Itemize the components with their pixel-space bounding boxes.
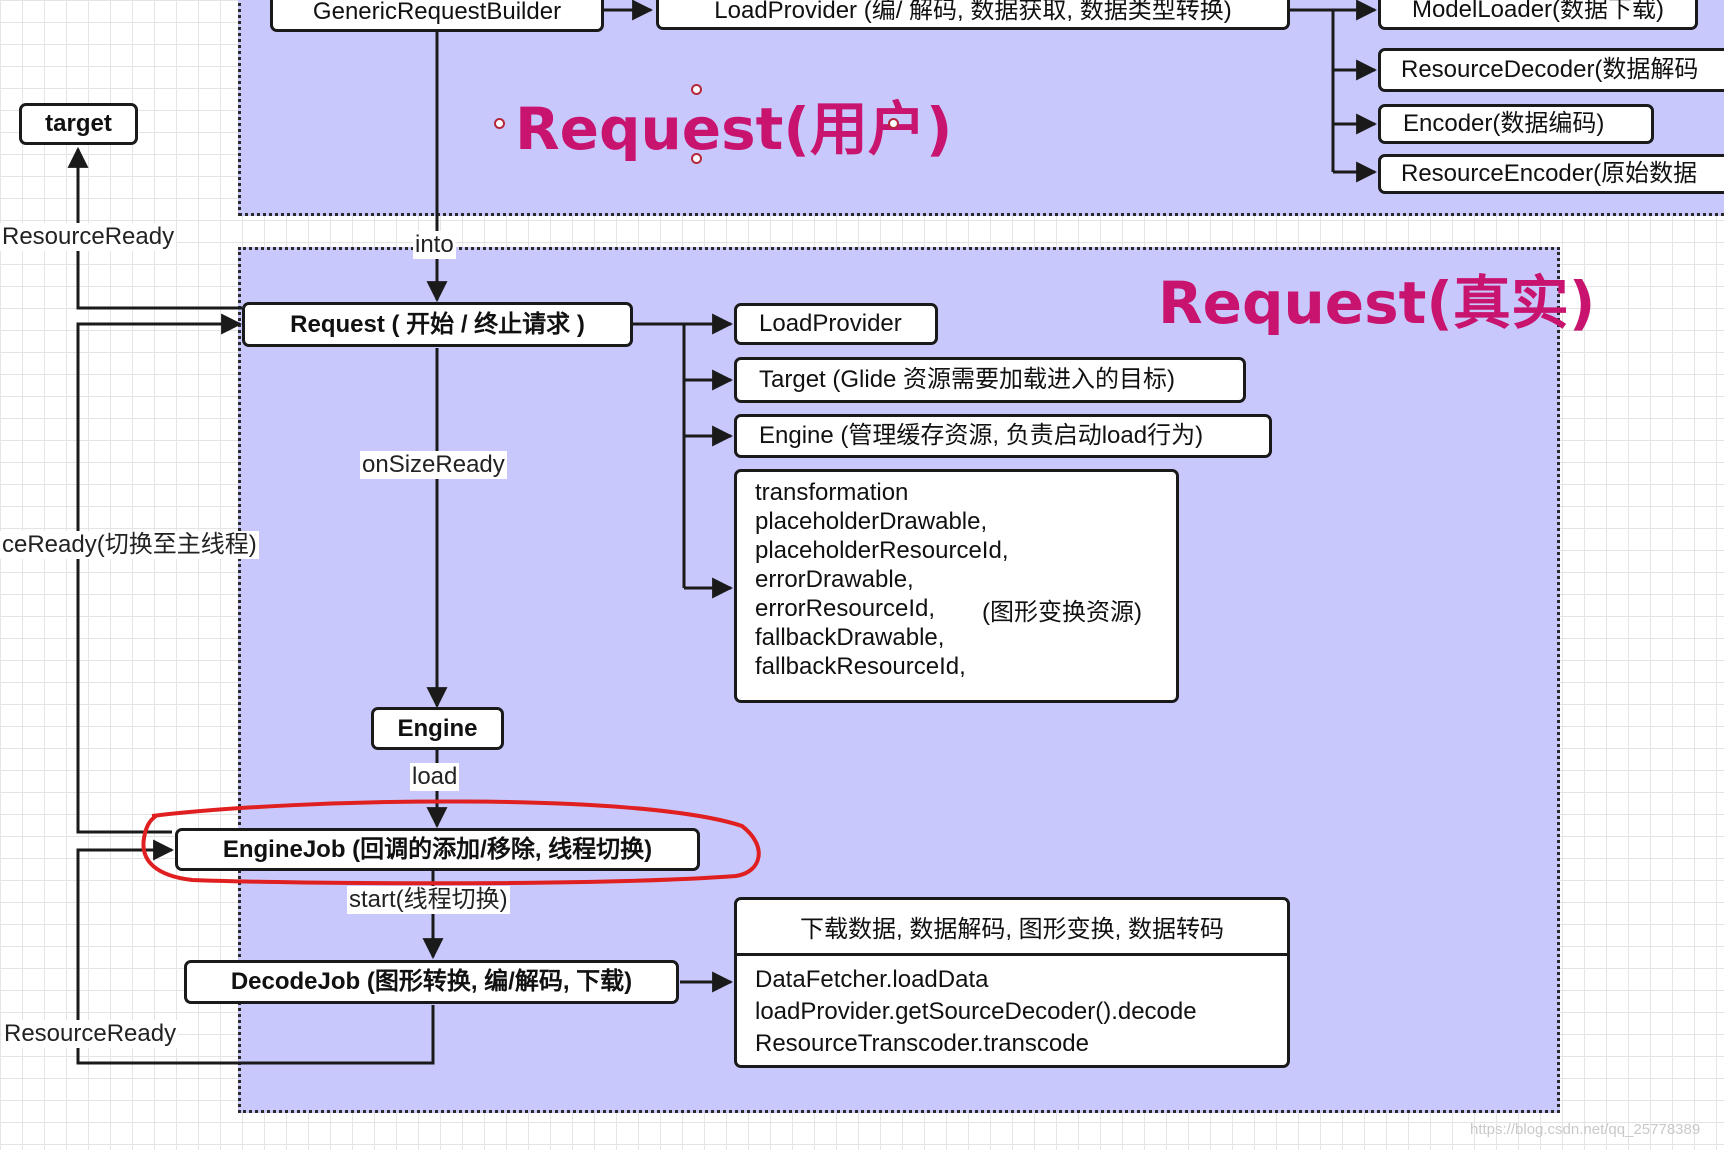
node-load-provider[interactable]: LoadProvider — [734, 303, 938, 345]
node-target[interactable]: target — [19, 103, 138, 145]
decode-step: DataFetcher.loadData — [755, 966, 989, 993]
edge-resource-ready-top — [67, 146, 242, 310]
region-title-user: Request(用户) — [515, 95, 953, 163]
edge-label-resource-ready-top: ResourceReady — [0, 223, 177, 251]
node-model-loader[interactable]: ModelLoader(数据下载) — [1378, 0, 1698, 30]
edge-label-resource-ready-bottom: ResourceReady — [2, 1020, 179, 1048]
watermark: https://blog.csdn.net/qq_25778389 — [1470, 1121, 1701, 1138]
edge-label-load: load — [410, 763, 460, 791]
transform-line: placeholderResourceId, — [755, 537, 1009, 564]
node-transform-resources[interactable]: transformation placeholderDrawable, plac… — [734, 469, 1179, 703]
decode-step: ResourceTranscoder.transcode — [755, 1030, 1089, 1057]
transform-line: errorDrawable, — [755, 566, 914, 593]
edge-resource-ready-main — [76, 313, 243, 834]
transform-line: fallbackResourceId, — [755, 653, 966, 680]
edge-request-branch — [633, 322, 686, 588]
node-decode-detail[interactable]: 下载数据, 数据解码, 图形变换, 数据转码 DataFetcher.loadD… — [734, 897, 1290, 1068]
decode-step: loadProvider.getSourceDecoder().decode — [755, 998, 1197, 1025]
edge-label-on-size-ready: onSizeReady — [360, 451, 507, 479]
edge-label-start: start(线程切换) — [347, 886, 510, 914]
transform-line: fallbackDrawable, — [755, 624, 945, 651]
decode-detail-steps: DataFetcher.loadData loadProvider.getSou… — [755, 964, 1197, 1060]
node-resource-encoder[interactable]: ResourceEncoder(原始数据 — [1378, 154, 1724, 194]
selection-handle-top — [691, 84, 702, 95]
node-engine-job[interactable]: EngineJob (回调的添加/移除, 线程切换) — [175, 828, 700, 871]
node-engine-desc[interactable]: Engine (管理缓存资源, 负责启动load行为) — [734, 414, 1272, 458]
selection-handle-bottom — [691, 153, 702, 164]
transform-line: transformation — [755, 479, 909, 506]
transform-line: placeholderDrawable, — [755, 508, 988, 535]
decode-detail-header: 下载数据, 数据解码, 图形变换, 数据转码 — [737, 900, 1287, 956]
selection-handle-right — [888, 118, 899, 129]
node-encoder[interactable]: Encoder(数据编码) — [1378, 104, 1654, 144]
edge-resource-ready-bottom — [76, 839, 435, 1065]
node-load-provider-top[interactable]: LoadProvider (编/ 解码, 数据获取, 数据类型转换) — [656, 0, 1290, 30]
node-resource-decoder[interactable]: ResourceDecoder(数据解码 — [1378, 48, 1724, 92]
transform-line: errorResourceId, — [755, 595, 936, 622]
edge-loadprovider-branch — [1290, 8, 1335, 172]
edge-label-into: into — [413, 231, 456, 259]
node-decode-job[interactable]: DecodeJob (图形转换, 编/解码, 下载) — [184, 960, 679, 1004]
transform-note: (图形变换资源) — [982, 599, 1142, 626]
node-target-glide[interactable]: Target (Glide 资源需要加载进入的目标) — [734, 357, 1246, 403]
node-request[interactable]: Request ( 开始 / 终止请求 ) — [242, 302, 633, 347]
region-title-real: Request(真实) — [1158, 269, 1596, 337]
selection-handle-left — [494, 118, 505, 129]
edge-label-resource-ready-main: ceReady(切换至主线程) — [0, 531, 259, 559]
node-generic-request-builder[interactable]: GenericRequestBuilder — [270, 0, 604, 32]
node-engine[interactable]: Engine — [371, 707, 504, 750]
highlight-enginejob — [141, 799, 761, 886]
transform-resource-list: transformation placeholderDrawable, plac… — [755, 478, 1009, 681]
